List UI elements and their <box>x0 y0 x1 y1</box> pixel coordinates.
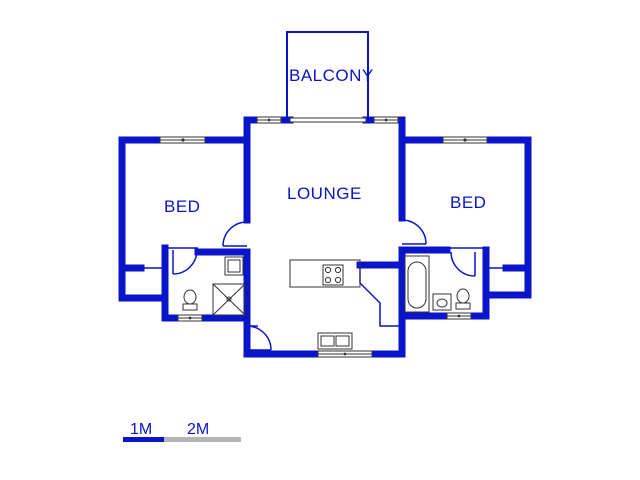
right-bathtub <box>404 255 430 313</box>
wall-right-bed-outer <box>482 136 532 299</box>
left-toilet <box>183 289 197 305</box>
wall-left-bed-top <box>118 136 169 302</box>
room-label-balcony: BALCONY <box>289 66 374 85</box>
left-shower <box>212 283 246 316</box>
room-label-lounge: LOUNGE <box>287 184 362 203</box>
scale-bar <box>123 437 241 442</box>
left-basin <box>224 256 244 276</box>
walls <box>118 116 532 358</box>
right-basin <box>432 293 452 311</box>
stove <box>322 264 344 286</box>
scale-label-2m: 2M <box>187 421 210 438</box>
scale-label-1m: 1M <box>130 421 153 438</box>
room-label-bed-right: BED <box>450 193 487 212</box>
kitchen-sink <box>317 332 353 350</box>
right-toilet <box>456 288 470 304</box>
scale-bar-1m <box>123 437 164 442</box>
balcony-outline <box>286 31 369 118</box>
fixtures <box>182 255 471 350</box>
scale-bar-2m <box>164 437 241 442</box>
doors <box>172 219 476 351</box>
window-marks <box>181 118 467 356</box>
kitchen-counter <box>289 259 361 288</box>
room-label-bed-left: BED <box>164 197 201 216</box>
